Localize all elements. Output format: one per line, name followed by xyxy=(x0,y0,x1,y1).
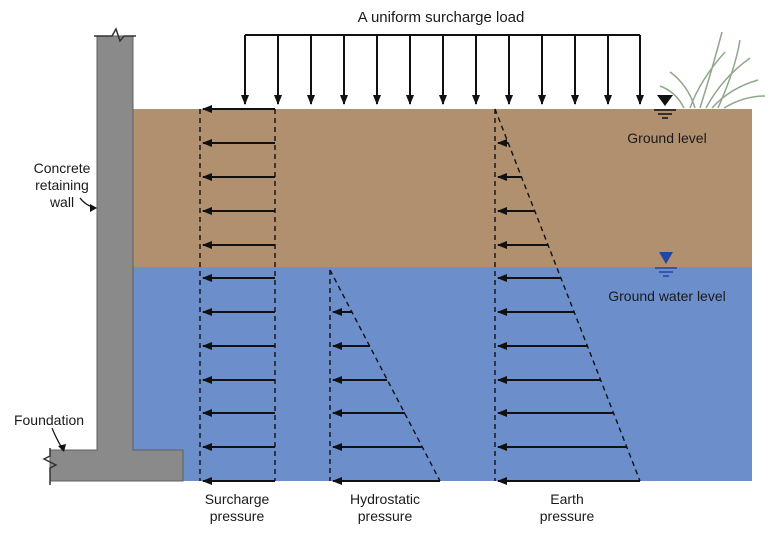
groundwater-layer xyxy=(133,267,752,481)
hydrostatic-pressure-label-line-2: pressure xyxy=(358,508,413,524)
surcharge-pressure-label-line-1: Surcharge xyxy=(205,491,270,507)
ground-level-label: Ground level xyxy=(627,130,706,146)
foundation-leader-arrowhead xyxy=(58,444,66,452)
wall-label-line-2: retaining xyxy=(35,177,89,193)
foundation-leader-arrow xyxy=(51,427,63,449)
earth-pressure-label-line-2: pressure xyxy=(540,508,595,524)
hydrostatic-pressure-distribution xyxy=(329,269,441,485)
earth-pressure-distribution xyxy=(494,108,641,485)
surcharge-load-label: A uniform surcharge load xyxy=(358,9,525,26)
break-line-icon xyxy=(42,448,58,485)
earth-pressure-label-line-1: Earth xyxy=(550,491,583,507)
foundation-label: Foundation xyxy=(14,412,84,428)
soil-layer xyxy=(133,109,752,267)
wall-leader-arrowhead xyxy=(90,204,97,212)
break-line-icon xyxy=(94,27,136,43)
surcharge-pressure-label-line-2: pressure xyxy=(210,508,265,524)
grass-icon xyxy=(659,31,766,109)
surcharge-load-arrows xyxy=(241,34,644,105)
surcharge-pressure-distribution xyxy=(199,105,276,485)
wall-label-line-1: Concrete xyxy=(34,160,91,176)
concrete-retaining-wall xyxy=(49,35,184,482)
ground-water-level-label: Ground water level xyxy=(608,288,726,304)
hydrostatic-pressure-label-line-1: Hydrostatic xyxy=(350,491,420,507)
wall-label-line-3: wall xyxy=(49,194,74,210)
ground-level-marker-icon xyxy=(654,95,676,119)
water-level-marker-icon xyxy=(655,252,677,277)
